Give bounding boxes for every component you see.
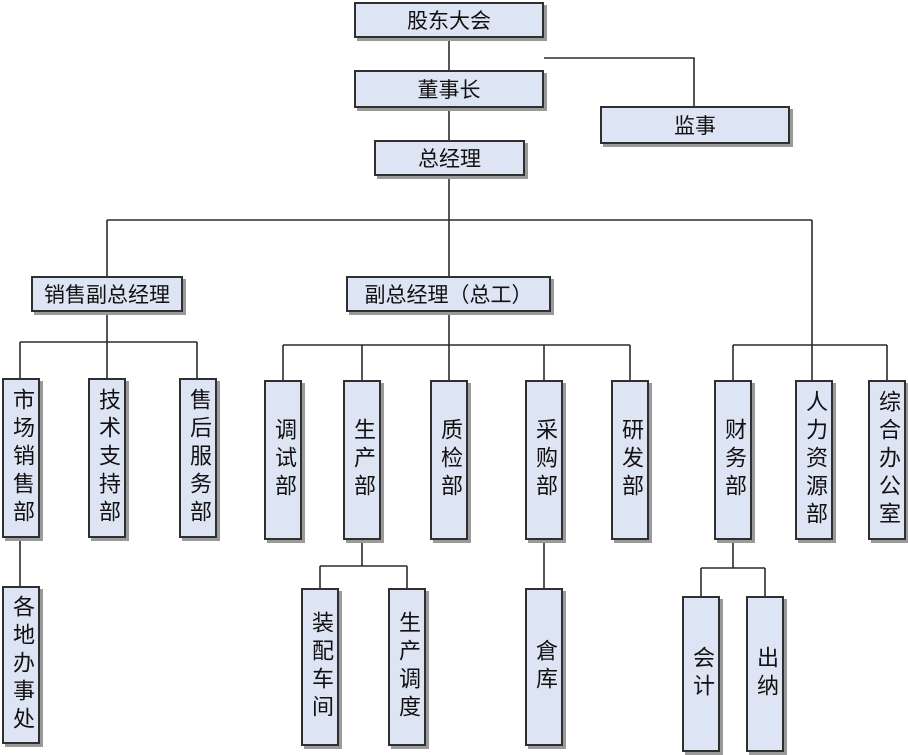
cashier-node: 出纳 [746, 596, 784, 752]
warehouse-node: 倉库 [525, 588, 563, 746]
supervisor-node: 监事 [600, 106, 790, 144]
after-sales-dept-node: 售后服务部 [179, 378, 217, 538]
general-manager-node: 总经理 [374, 140, 525, 176]
rnd-dept-node: 研发部 [611, 380, 649, 540]
purchasing-dept-node: 采购部 [525, 380, 563, 540]
production-scheduling-node: 生产调度 [388, 588, 426, 746]
hr-dept-node: 人力资源部 [795, 380, 833, 540]
production-dept-node: 生产部 [343, 380, 381, 540]
quality-dept-node: 质检部 [430, 380, 468, 540]
finance-dept-node: 财务部 [714, 380, 752, 540]
sales-vp-node: 销售副总经理 [31, 276, 183, 312]
debugging-dept-node: 调试部 [264, 380, 302, 540]
deputy-gm-node: 副总经理（总工） [346, 276, 551, 312]
local-offices-node: 各地办事处 [2, 586, 40, 744]
assembly-workshop-node: 装配车间 [301, 588, 339, 746]
tech-support-dept-node: 技术支持部 [88, 378, 126, 538]
marketing-sales-dept-node: 市场销售部 [2, 378, 40, 538]
chairman-node: 董事长 [354, 70, 544, 108]
shareholders-meeting-node: 股东大会 [354, 2, 544, 38]
accounting-node: 会计 [682, 596, 720, 752]
general-office-node: 综合办公室 [868, 380, 906, 540]
